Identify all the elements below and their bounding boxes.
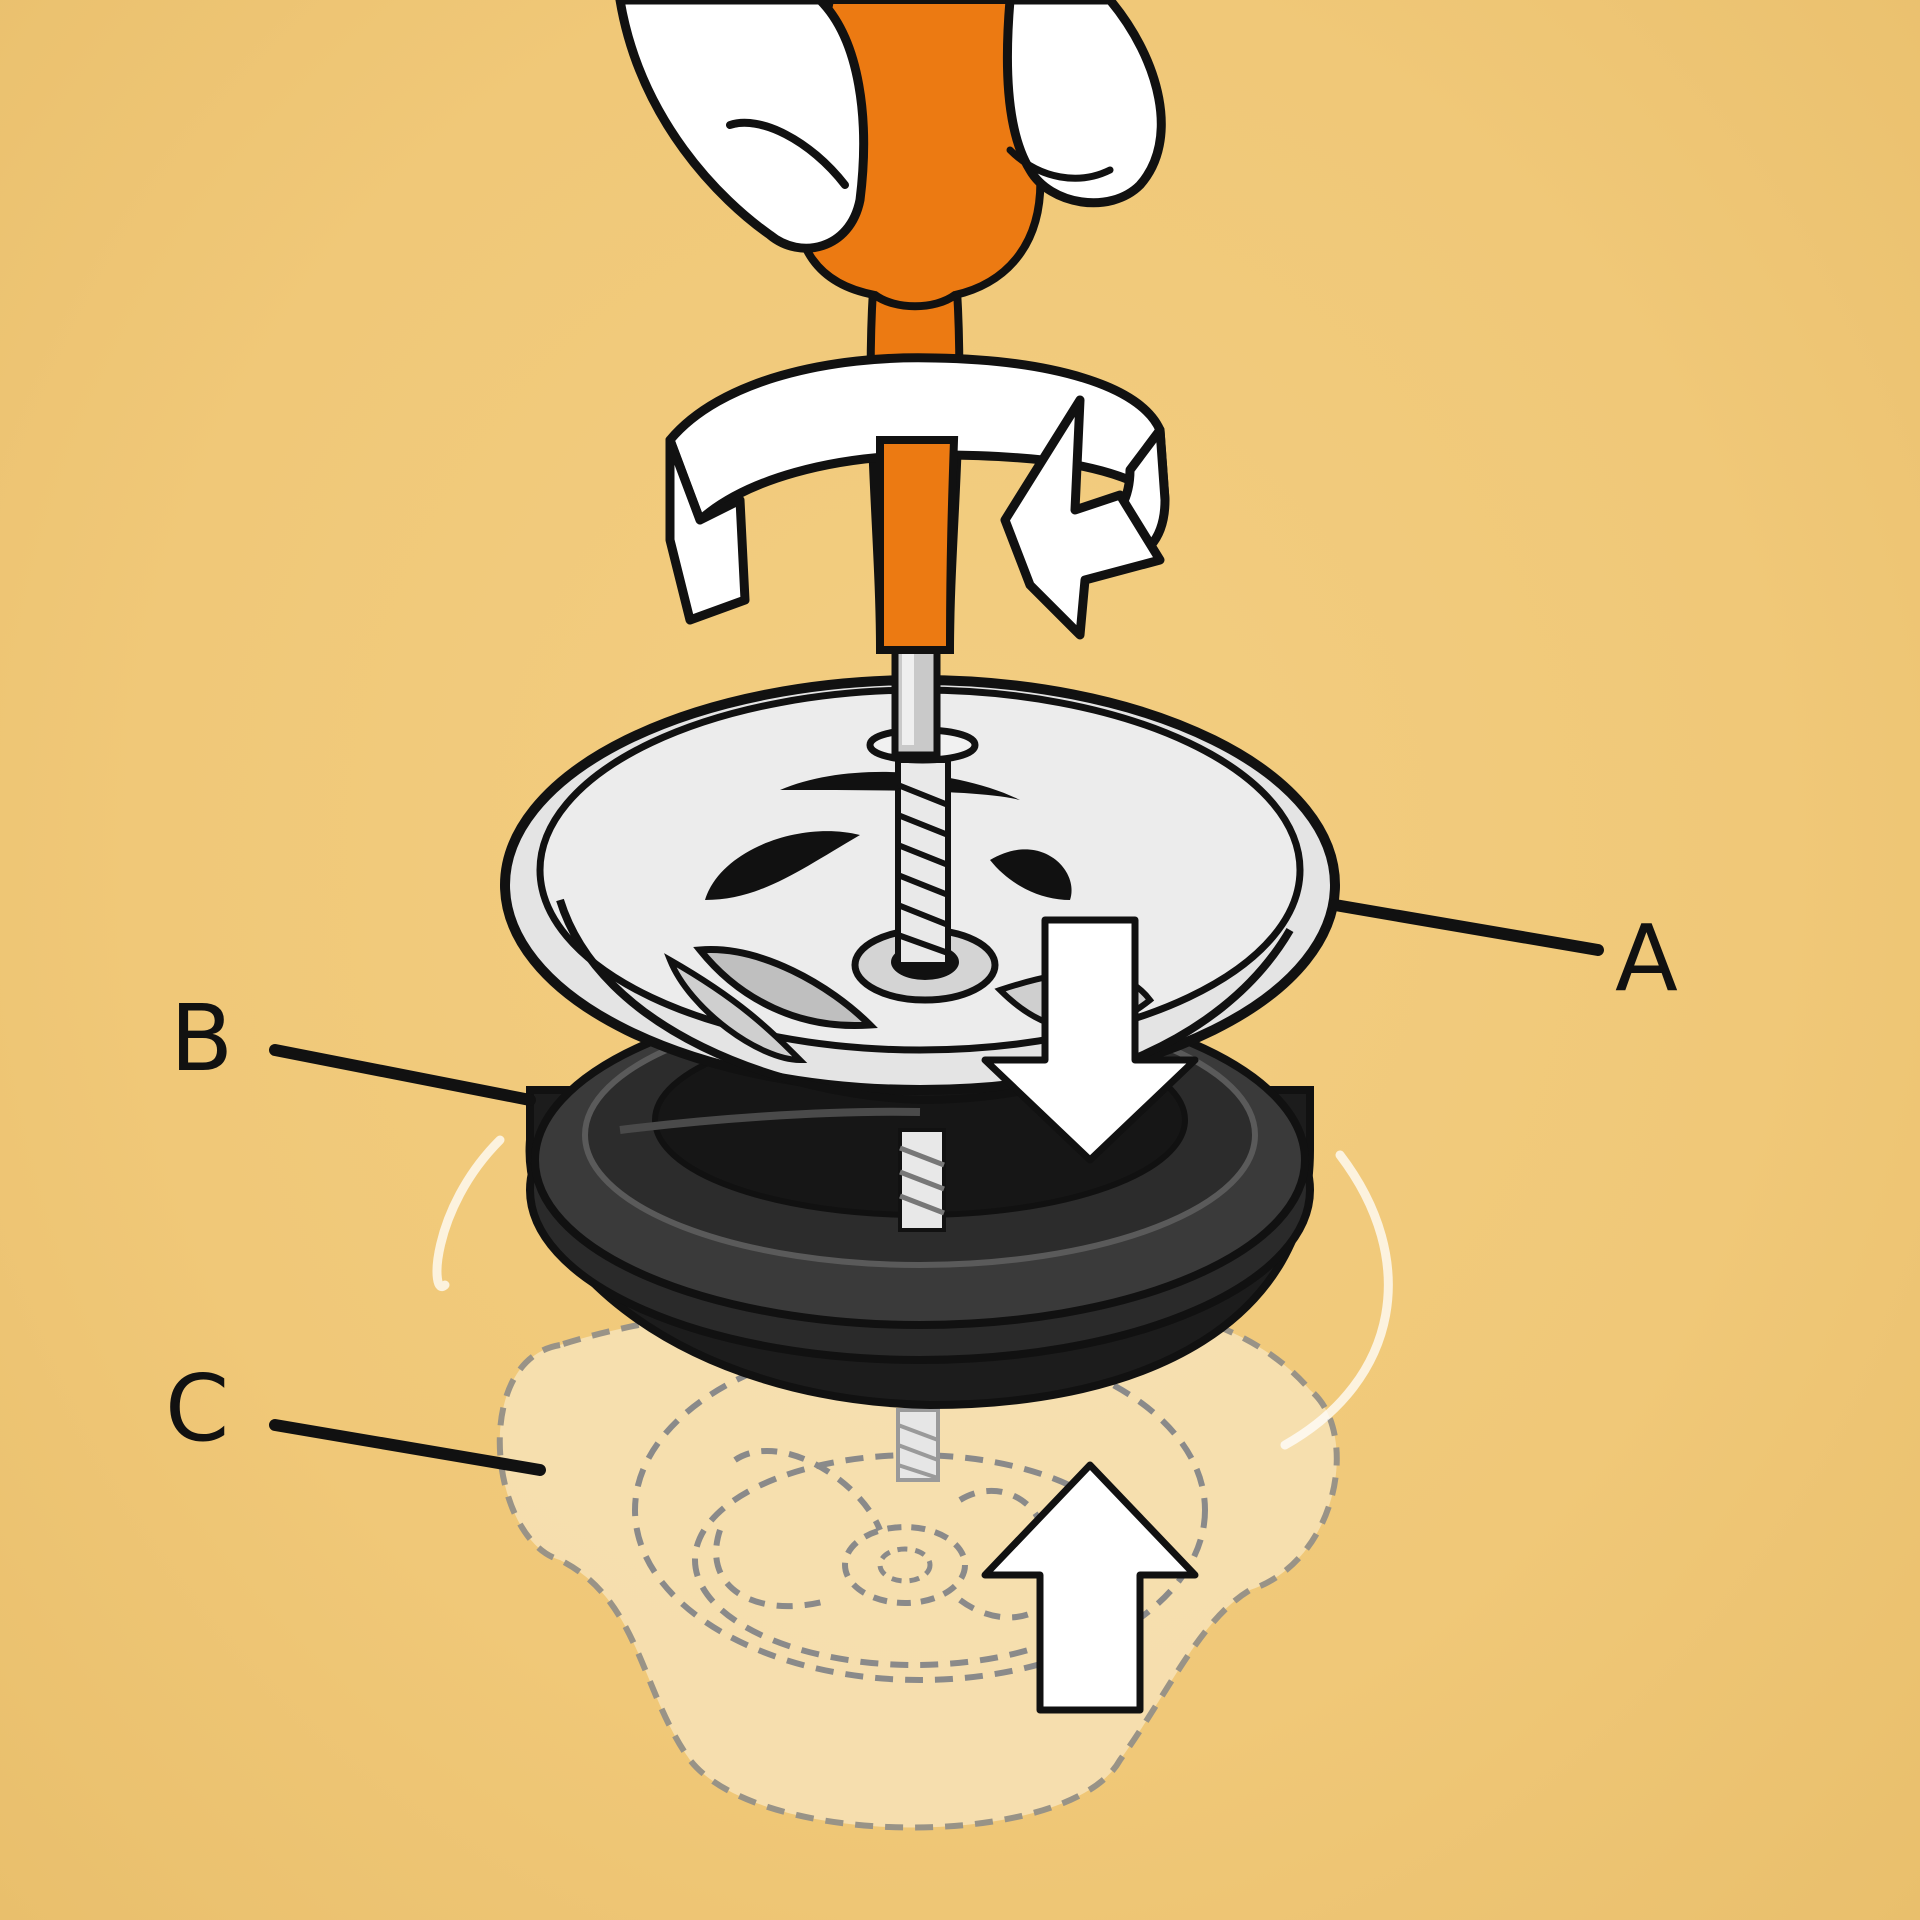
down-arrow-icon	[981, 916, 1199, 1164]
callout-lines	[269, 899, 1604, 1476]
label-b: B	[170, 985, 233, 1092]
callout-line-c	[269, 1419, 546, 1476]
label-c: C	[165, 1355, 229, 1462]
screw-lower-shaft	[896, 1408, 940, 1482]
wobble-marks	[432, 1135, 1393, 1450]
callout-line-a	[1329, 899, 1604, 956]
callout-line-b	[269, 1044, 536, 1106]
label-a: A	[1615, 905, 1678, 1012]
rotate-arrow-icon	[665, 353, 1170, 654]
up-arrow-icon	[981, 1461, 1199, 1714]
hand-icon	[615, 0, 1166, 253]
